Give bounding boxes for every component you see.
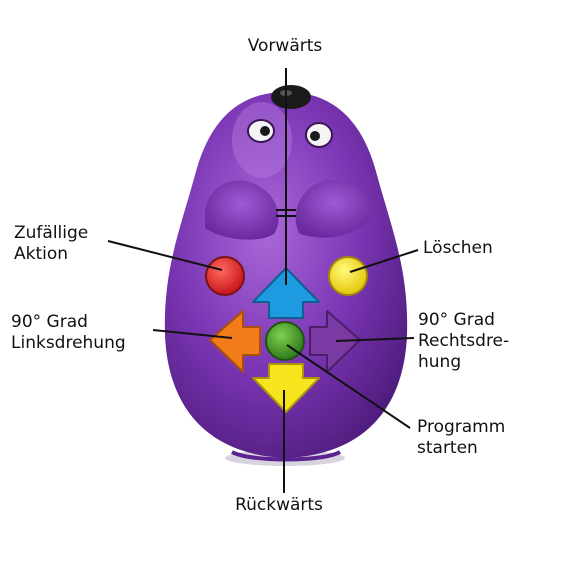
leader-start — [286, 344, 411, 429]
random-action-button[interactable] — [205, 256, 245, 296]
leader-right — [335, 337, 415, 342]
label-turn-right-line-1: 90° Grad — [418, 310, 495, 330]
left-cheek — [205, 180, 279, 240]
label-forward-text: Vorwärts — [247, 36, 323, 56]
label-clear: Löschen — [423, 238, 493, 259]
label-turn-left: 90° Grad Linksdrehung — [11, 312, 126, 354]
label-start-program: Programm starten — [417, 417, 505, 459]
label-start-program-line-1: Programm — [417, 417, 506, 437]
leader-clear — [349, 249, 419, 273]
leader-random — [107, 240, 223, 271]
leader-lines — [107, 68, 419, 493]
clear-button[interactable] — [328, 256, 368, 296]
label-turn-right-line-3: hung — [418, 352, 462, 372]
left-pupil — [260, 126, 270, 136]
right-pupil — [310, 131, 320, 141]
backward-arrow-button[interactable] — [252, 363, 320, 413]
label-start-program-line-2: starten — [417, 438, 478, 458]
label-forward: Vorwärts — [228, 36, 342, 57]
start-program-button[interactable] — [265, 321, 305, 361]
nose-sensor — [271, 85, 311, 109]
label-random-action-line-1: Zufällige — [14, 223, 89, 243]
label-turn-right-line-2: Rechtsdre- — [418, 331, 510, 351]
turn-right-arrow-button[interactable] — [309, 310, 361, 373]
turn-left-arrow-button[interactable] — [209, 310, 261, 373]
label-random-action: Zufällige Aktion — [14, 223, 88, 265]
label-turn-right: 90° Grad Rechtsdre- hung — [418, 310, 509, 373]
leader-left — [152, 329, 233, 339]
right-cheek — [295, 179, 372, 238]
label-backward: Rückwärts — [220, 495, 338, 516]
forward-arrow-button[interactable] — [252, 267, 320, 319]
body-bottom-rim — [231, 450, 341, 462]
label-backward-text: Rückwärts — [235, 495, 323, 515]
label-turn-left-line-2: Linksdrehung — [11, 333, 126, 353]
label-turn-left-line-1: 90° Grad — [11, 312, 88, 332]
label-clear-text: Löschen — [423, 238, 493, 258]
label-random-action-line-2: Aktion — [14, 244, 69, 264]
